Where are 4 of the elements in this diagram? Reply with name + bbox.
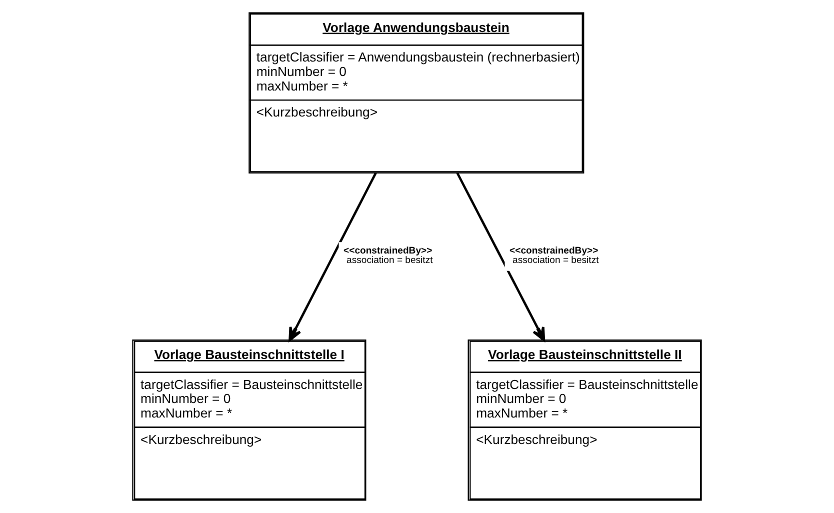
edge-label: <<constrainedBy>> association = besitzt: [344, 245, 433, 266]
arrow: [288, 172, 377, 342]
arrow: [456, 172, 546, 342]
edge-label: <<constrainedBy>> association = besitzt: [510, 245, 599, 266]
